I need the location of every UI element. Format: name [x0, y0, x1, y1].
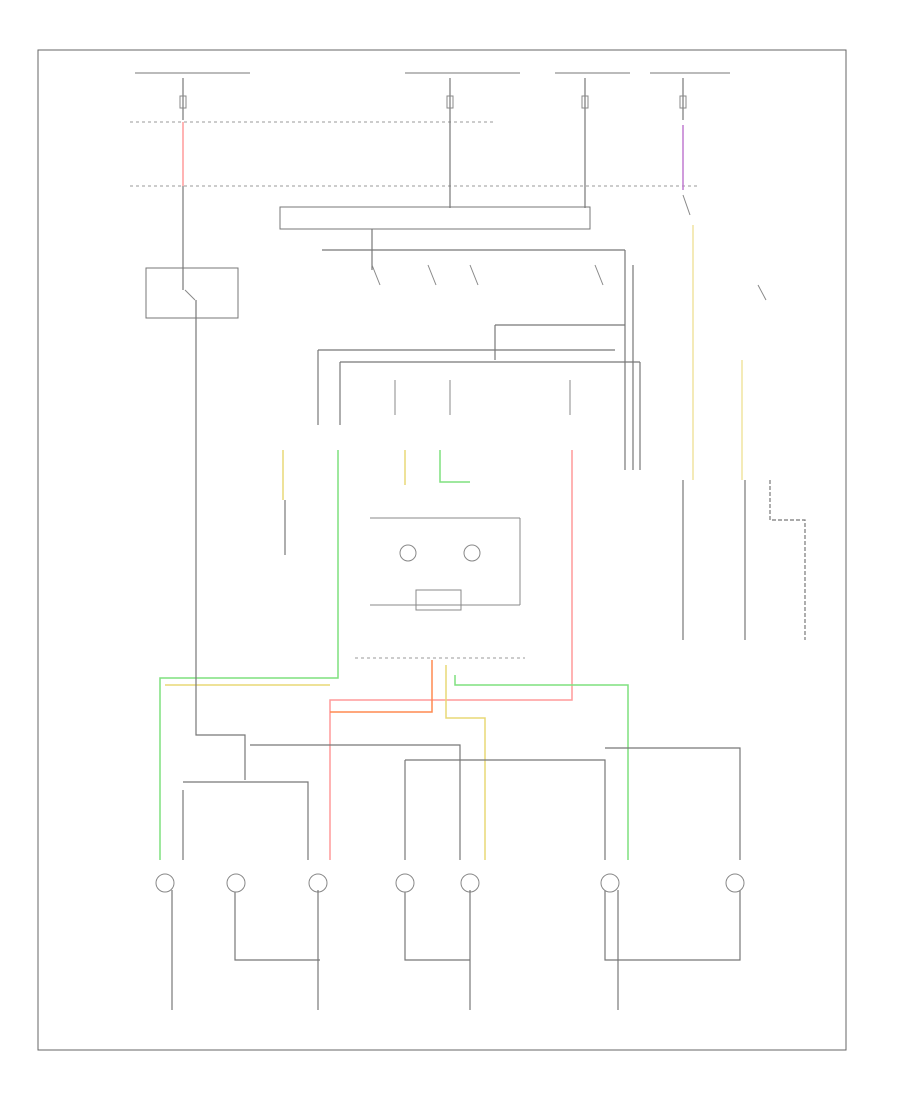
combination-switch-bar [279, 206, 591, 230]
lamp-symbols [155, 873, 745, 893]
relay-area [394, 380, 571, 415]
wire-green-left [159, 450, 339, 860]
wire-orange-harness [330, 660, 433, 713]
ground-feed-left [195, 300, 246, 780]
switch-contacts [184, 194, 767, 301]
lamp-group-wiring [182, 744, 741, 961]
diagram-frame [37, 49, 847, 1051]
wire-red-right [329, 450, 573, 860]
fuse-symbols [179, 95, 687, 109]
module-box [370, 517, 521, 611]
fuse-block-boundary [130, 121, 700, 187]
wire-green-harness [454, 675, 629, 860]
right-ground-lines [284, 480, 806, 640]
wire-yellow-harness [445, 665, 486, 860]
switch-bus [317, 229, 641, 470]
headlight-switch-box [145, 267, 239, 319]
ground-lines [171, 890, 619, 1010]
wire-green-mid [439, 450, 470, 483]
